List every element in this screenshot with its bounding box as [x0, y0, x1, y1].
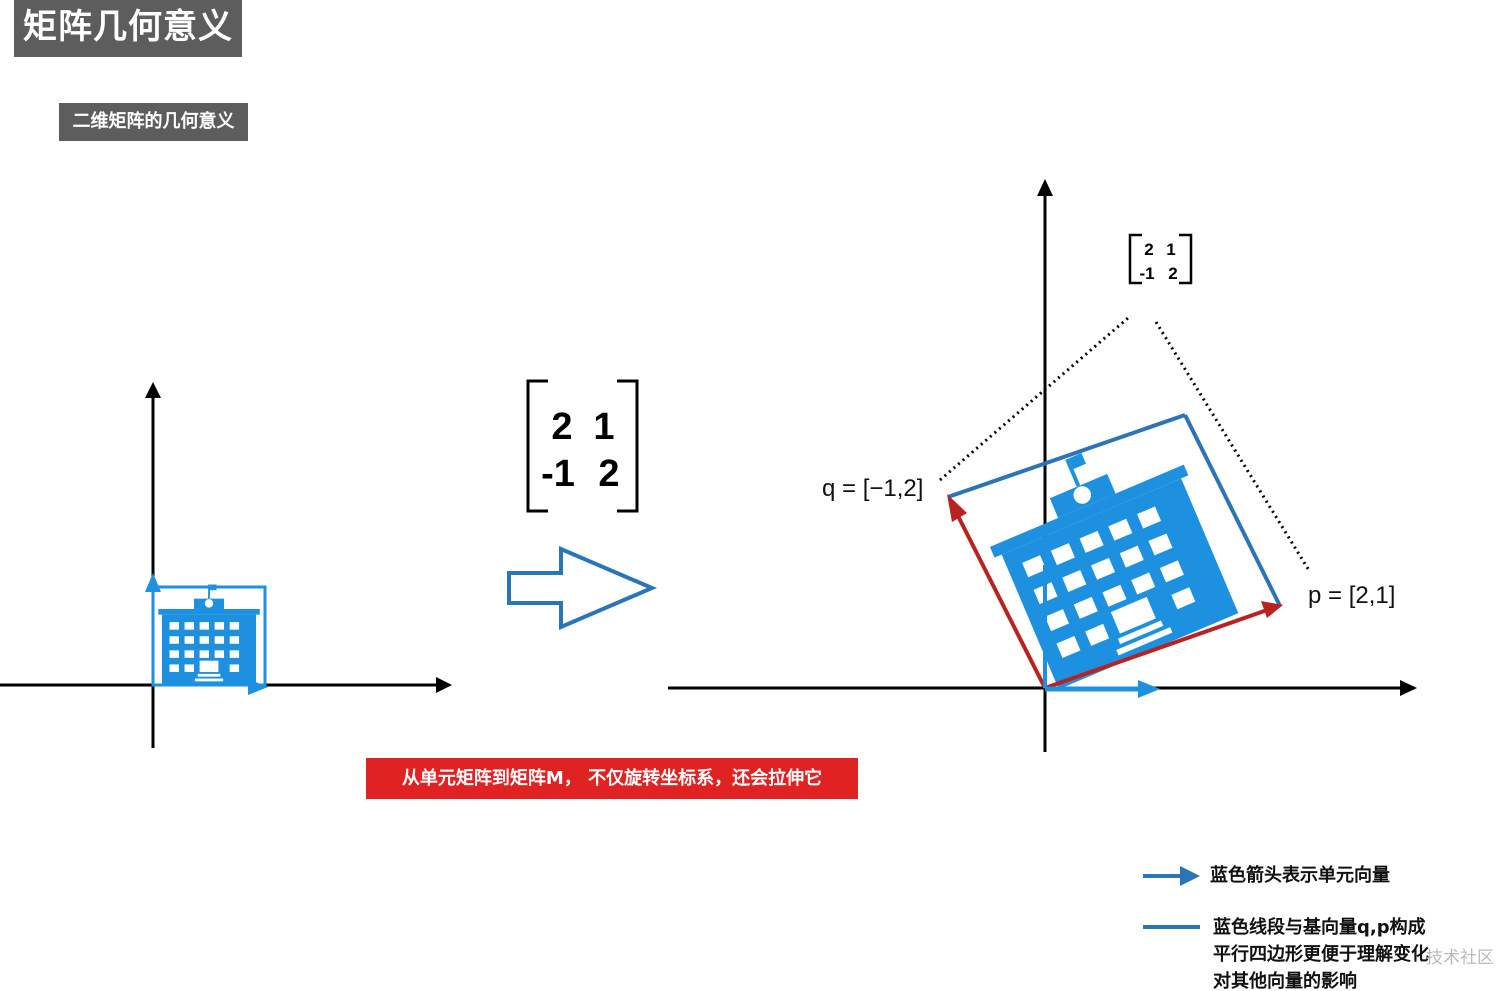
matrix-cell-b: 1 [593, 406, 614, 448]
small-matrix-cell-d: 2 [1168, 264, 1177, 283]
transform-matrix-large: 2 1 -1 2 [526, 379, 639, 513]
school-building-icon [158, 584, 260, 686]
dotted-connectors [939, 316, 1312, 573]
matrix-cell-c: -1 [541, 453, 575, 495]
matrix-cell-d: 2 [598, 453, 619, 495]
transformed-parallelogram [947, 413, 1282, 607]
legend-line-text-1: 蓝色线段与基向量q,p构成 [1213, 917, 1426, 938]
section-subtitle: 二维矩阵的几何意义 [59, 103, 248, 141]
watermark-text: 技术社区 [1426, 948, 1494, 968]
small-matrix-cell-c: -1 [1139, 264, 1154, 283]
transformed-building-icon [970, 417, 1246, 693]
unit-vector-arrows-left [145, 573, 268, 695]
legend-arrow-symbol [1143, 866, 1200, 886]
page-title: 矩阵几何意义 [14, 0, 242, 57]
vector-q-label: q = [−1,2] [822, 475, 923, 502]
vector-p-label: p = [2,1] [1308, 582, 1395, 609]
small-matrix-cell-a: 2 [1144, 240, 1153, 259]
basis-vector-p [1044, 601, 1283, 690]
legend-arrow-text: 蓝色箭头表示单元向量 [1210, 865, 1390, 886]
right-arrow-outline-icon [507, 545, 658, 631]
unit-vector-arrows-right [1043, 565, 1160, 698]
left-coordinate-axes [0, 382, 452, 748]
caption-banner: 从单元矩阵到矩阵M， 不仅旋转坐标系，还会拉伸它 [366, 758, 858, 799]
small-matrix-cell-b: 1 [1166, 240, 1175, 259]
transform-matrix-small: 2 1 -1 2 [1128, 233, 1193, 285]
matrix-cell-a: 2 [551, 406, 572, 448]
basis-vector-q [947, 494, 1047, 689]
legend-line-text-3: 对其他向量的影响 [1213, 971, 1357, 991]
legend-line-text-2: 平行四边形更便于理解变化 [1213, 944, 1429, 965]
